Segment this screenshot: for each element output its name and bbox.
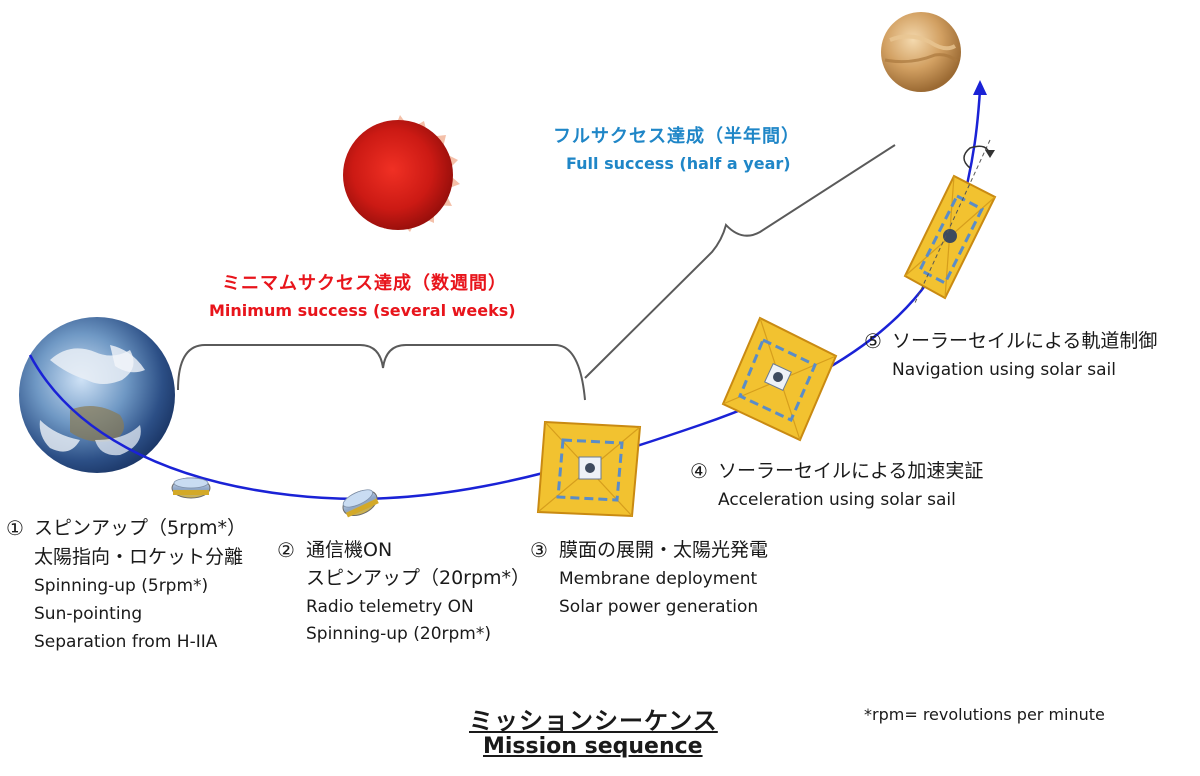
step-5-title-jp: ソーラーセイルによる軌道制御 [892, 330, 1158, 352]
earth-icon [19, 317, 175, 473]
solar-sail-4-icon [721, 316, 838, 442]
sun-icon [343, 115, 460, 232]
step-3-line-1: Membrane deployment [559, 569, 758, 589]
step-1-subtitle-jp: 太陽指向・ロケット分離 [34, 546, 244, 568]
step-2-title-jp: 通信機ON [306, 539, 393, 561]
step-2-number: ② [277, 538, 295, 562]
step-4-title-jp: ソーラーセイルによる加速実証 [718, 460, 984, 482]
step-2-subtitle-jp: スピンアップ（20rpm*） [306, 567, 531, 589]
solar-sail-3-icon [536, 420, 642, 518]
full-success-title-jp: フルサクセス達成（半年間） [553, 126, 800, 147]
step-1-number: ① [6, 516, 24, 540]
step-5-number: ⑤ [864, 329, 882, 353]
minimum-success-brace [177, 344, 586, 401]
minimum-success-title-en: Minimum success (several weeks) [209, 301, 516, 320]
venus-icon [881, 12, 961, 92]
rpm-footnote: *rpm= revolutions per minute [864, 705, 1105, 724]
step-1-line-1: Spinning-up (5rpm*) [34, 576, 209, 596]
full-success-brace [584, 144, 896, 379]
solar-sail-5-icon [903, 139, 997, 306]
step-4-number: ④ [690, 459, 708, 483]
step-2-line-1: Radio telemetry ON [306, 597, 474, 617]
trajectory-arrowhead [973, 80, 987, 95]
caption-title-en: Mission sequence [483, 734, 703, 759]
caption-title-jp: ミッションシーケンス [469, 707, 718, 735]
step-3-title-jp: 膜面の展開・太陽光発電 [559, 539, 769, 561]
step-3-number: ③ [530, 538, 548, 562]
step-1-title-jp: スピンアップ（5rpm*） [34, 517, 246, 539]
minimum-success-title-jp: ミニマムサクセス達成（数週間） [222, 273, 507, 294]
step-3-line-2: Solar power generation [559, 597, 759, 617]
probe-1-icon [171, 477, 211, 499]
trajectory-line [28, 80, 987, 501]
step-2-line-2: Spinning-up (20rpm*) [306, 624, 491, 644]
step-1-line-2: Sun-pointing [34, 604, 143, 624]
step-4-line-1: Acceleration using solar sail [718, 490, 956, 510]
step-1-line-3: Separation from H-IIA [34, 632, 218, 652]
step-5-line-1: Navigation using solar sail [892, 360, 1116, 380]
probe-2-icon [342, 489, 379, 518]
full-success-title-en: Full success (half a year) [566, 154, 791, 173]
